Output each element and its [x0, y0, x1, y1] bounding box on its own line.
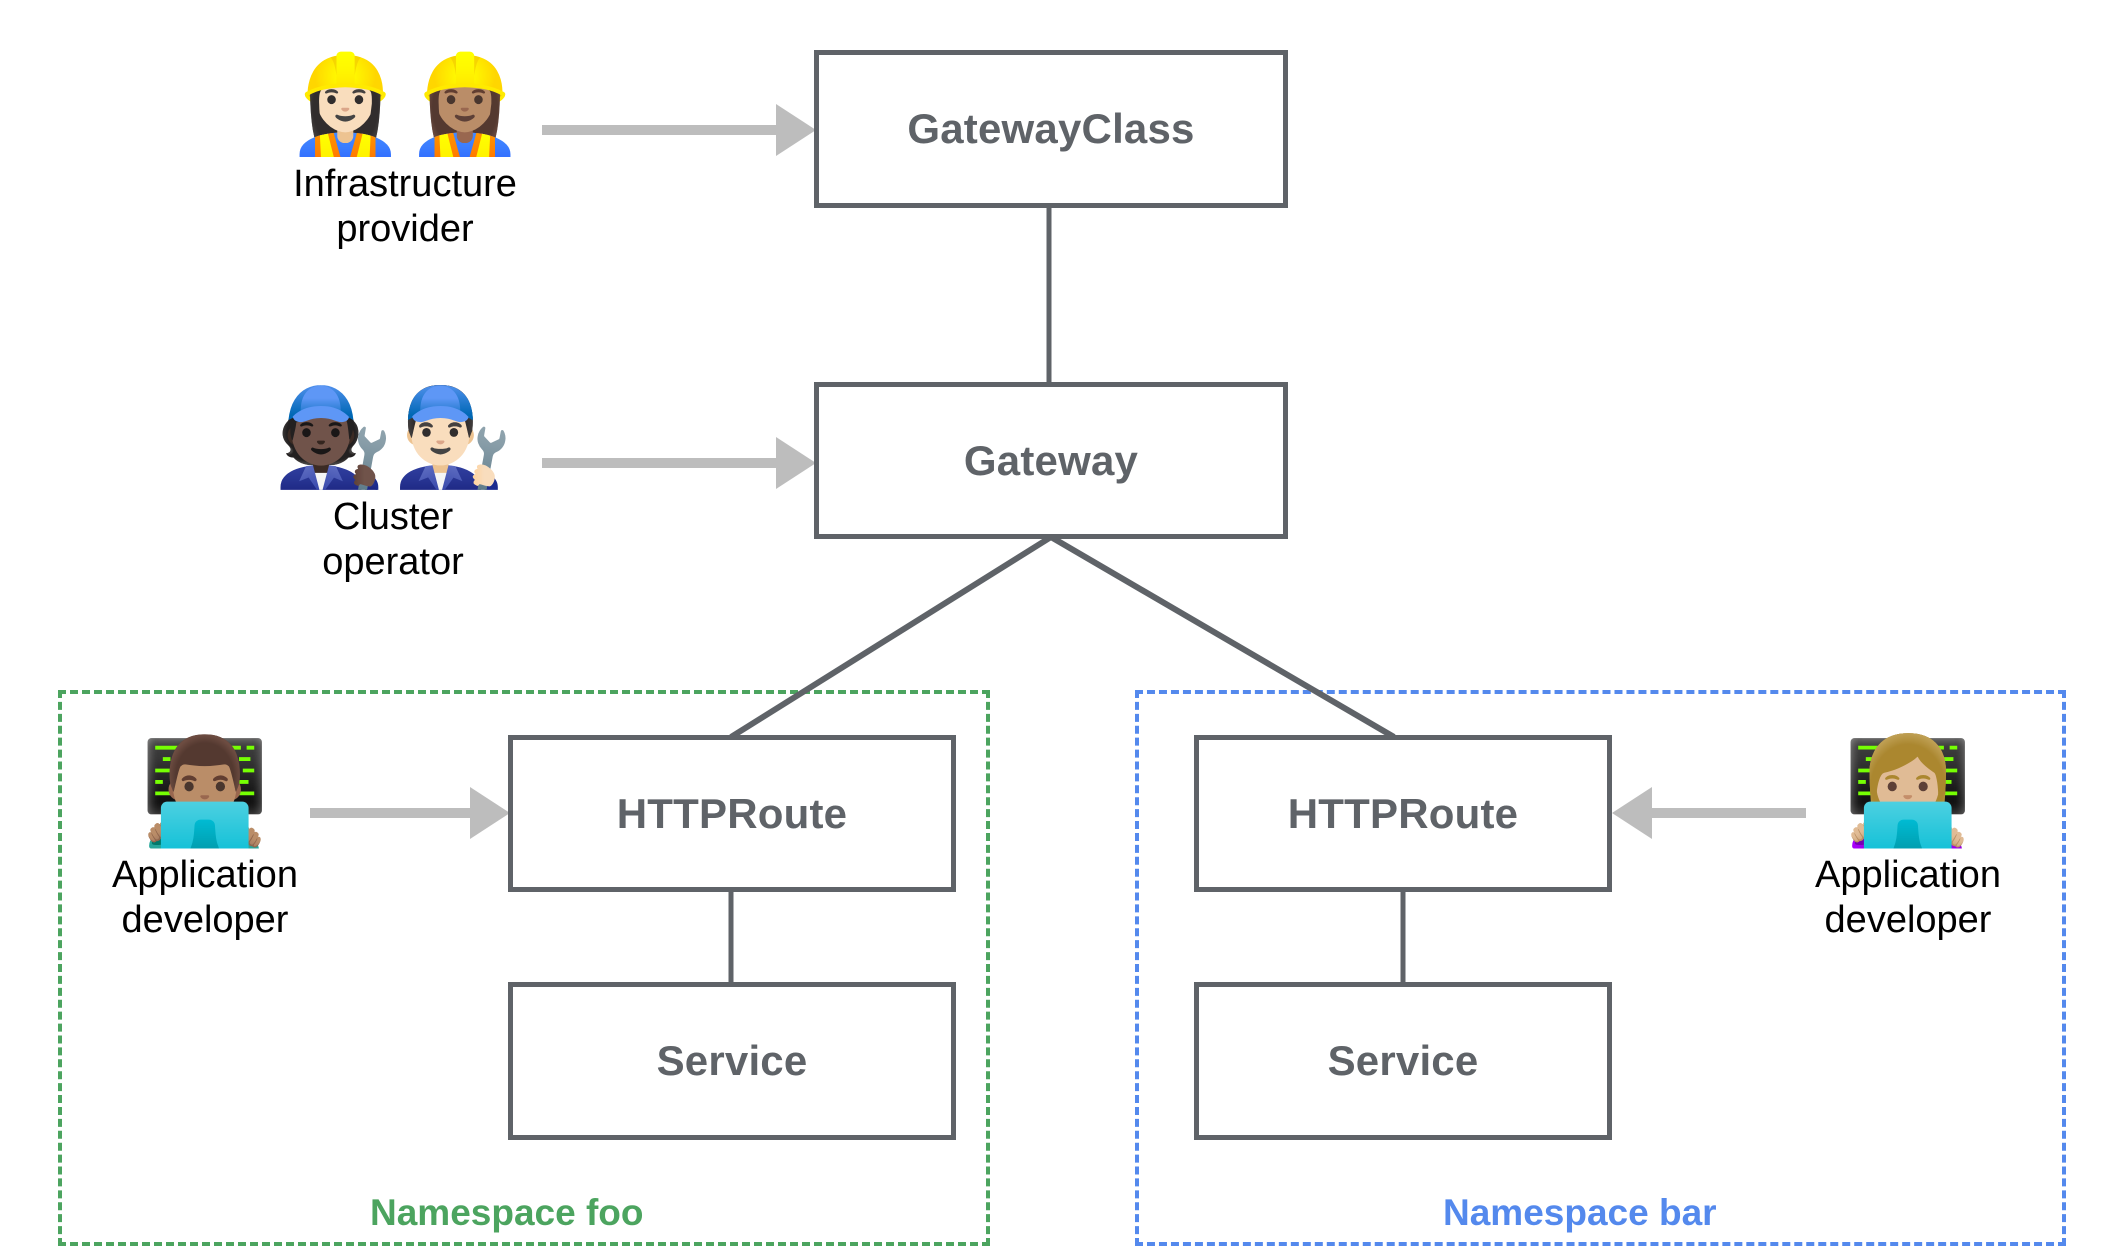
persona-application-developer-foo-label: Application developer: [112, 854, 298, 942]
namespace-foo-label: Namespace foo: [370, 1192, 644, 1233]
woman-technologist-icon-1: 👩🏼‍💻: [1843, 734, 1973, 850]
woman-construction-worker-icon: 👷🏻‍♀️👷🏽‍♀️: [260, 54, 550, 156]
persona-application-developer-bar-label: Application developer: [1815, 854, 2001, 942]
node-service-bar[interactable]: Service: [1194, 982, 1612, 1140]
persona-infrastructure-provider: 👷🏻‍♀️👷🏽‍♀️ Infrastructure provider: [260, 54, 550, 251]
woman-construction-worker-icon-1: 👷🏻‍♀️: [285, 51, 405, 158]
persona-application-developer-foo: 👨🏽‍💻 Application developer: [105, 737, 305, 943]
namespace-foo-container: [58, 690, 990, 1246]
woman-construction-worker-icon-2: 👷🏽‍♀️: [405, 51, 525, 158]
node-gateway-label: Gateway: [963, 436, 1139, 484]
node-httproute-bar-label: HTTPRoute: [1287, 789, 1519, 837]
mechanic-icon: 🧑🏿‍🔧👨🏻‍🔧: [248, 387, 538, 489]
mechanic-icon-2: 👨🏻‍🔧: [393, 384, 513, 491]
node-httproute-foo-label: HTTPRoute: [616, 789, 848, 837]
node-httproute-foo[interactable]: HTTPRoute: [508, 735, 956, 892]
persona-application-developer-bar: 👩🏼‍💻 Application developer: [1808, 737, 2008, 943]
woman-technologist-icon: 👩🏼‍💻: [1808, 737, 2008, 847]
man-technologist-icon-1: 👨🏽‍💻: [140, 734, 270, 850]
node-service-foo[interactable]: Service: [508, 982, 956, 1140]
node-gateway[interactable]: Gateway: [814, 382, 1288, 539]
node-gatewayclass[interactable]: GatewayClass: [814, 50, 1288, 208]
node-gatewayclass-label: GatewayClass: [907, 105, 1195, 152]
arrow-infra-to-gatewayclass: [542, 104, 816, 156]
mechanic-icon-1: 🧑🏿‍🔧: [273, 384, 393, 491]
node-httproute-bar[interactable]: HTTPRoute: [1194, 735, 1612, 892]
namespace-bar-container: [1135, 690, 2066, 1246]
persona-cluster-operator-label: Cluster operator: [322, 495, 464, 583]
persona-infrastructure-provider-label: Infrastructure provider: [293, 162, 517, 250]
persona-cluster-operator: 🧑🏿‍🔧👨🏻‍🔧 Cluster operator: [248, 387, 538, 584]
node-service-bar-label: Service: [1327, 1037, 1479, 1084]
arrow-operator-to-gateway: [542, 437, 816, 489]
node-service-foo-label: Service: [656, 1037, 808, 1084]
man-technologist-icon: 👨🏽‍💻: [105, 737, 305, 847]
namespace-bar-label: Namespace bar: [1443, 1192, 1717, 1233]
